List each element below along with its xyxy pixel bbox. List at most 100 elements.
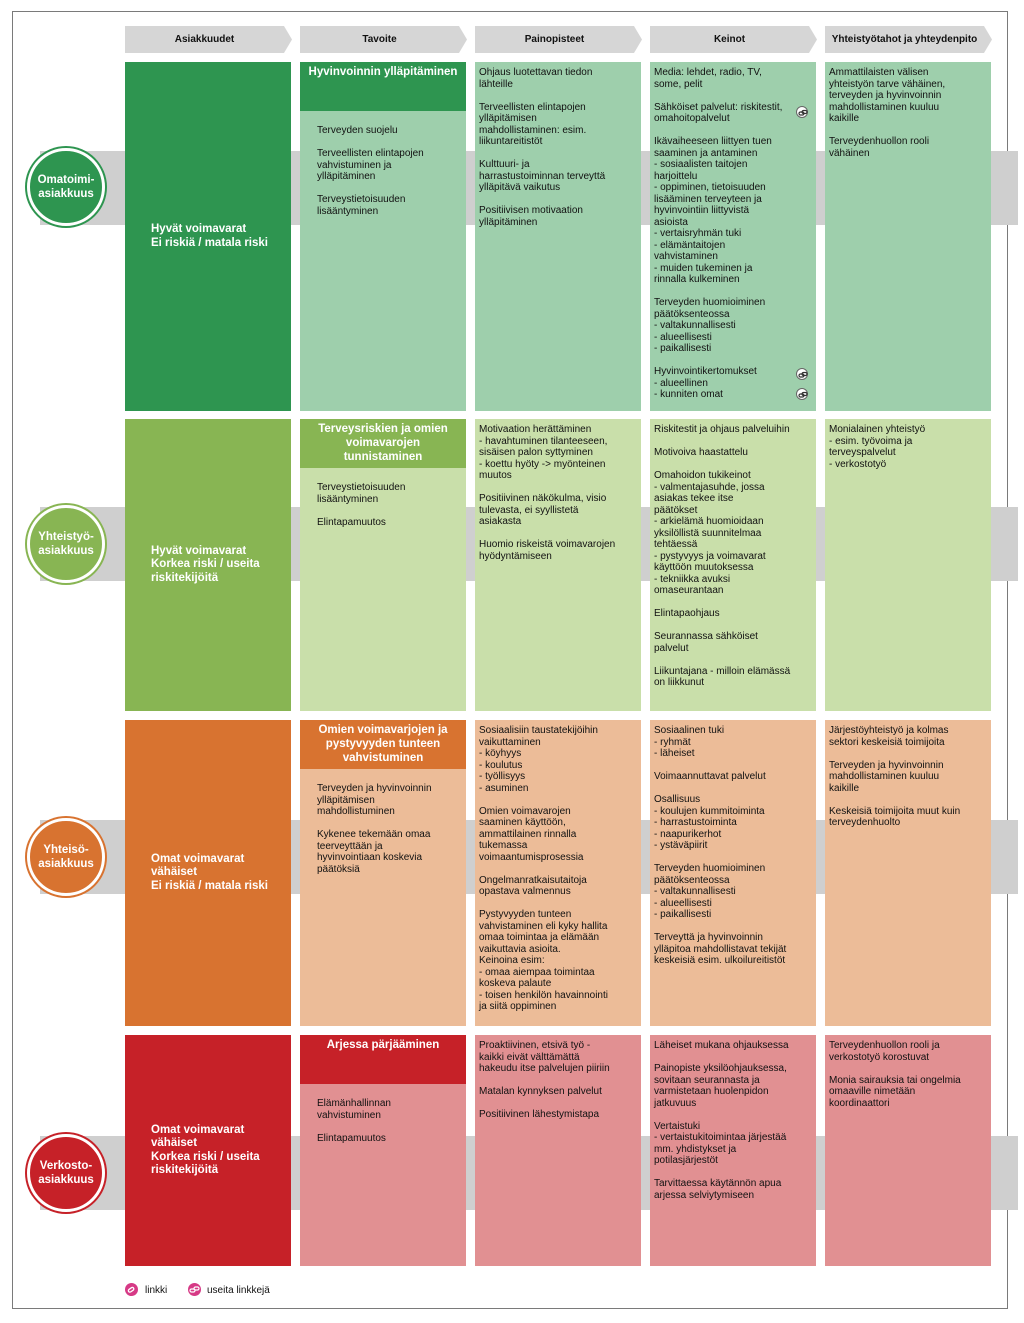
circle-label: Omatoimi- asiakkuus [37, 174, 95, 200]
goal-item: Kykenee tekemään omaa teerveyttään ja hy… [317, 829, 431, 875]
goal-item: Elämänhallinnan vahvistuminen [317, 1098, 391, 1121]
partners-cell: Järjestöyhteistyö ja kolmas sektori kesk… [825, 720, 991, 1026]
means-item: Vertaistuki - vertaistukitoimintaa järje… [654, 1120, 787, 1167]
header-tavoite: Tavoite [300, 26, 467, 53]
yhteiso-circle: Yhteisö- asiakkuus [27, 818, 105, 896]
means-cell: Media: lehdet, radio, TV, some, pelit Sä… [650, 62, 816, 411]
goal-title: Terveysriskien ja omien voimavarojen tun… [300, 419, 466, 468]
focus-item: Terveellisten elintapojen ylläpitämisen … [479, 101, 587, 148]
means-item: Media: lehdet, radio, TV, some, pelit [654, 67, 762, 90]
multiple-links-icon[interactable] [796, 388, 808, 400]
partners-item: Keskeisiä toimijoita muut kuin terveyden… [829, 805, 961, 829]
means-item: Voimaannuttavat palvelut [654, 771, 766, 782]
multiple-links-icon [188, 1283, 201, 1296]
partners-item: Järjestöyhteistyö ja kolmas sektori kesk… [829, 725, 949, 748]
multiple-links-icon[interactable] [796, 106, 808, 118]
customer-cell: Omat voimavarat vähäiset Ei riskiä / mat… [125, 720, 291, 1026]
goal-title: Omien voimavarjojen ja pystyvyyden tunte… [300, 720, 466, 769]
partners-item: Monialainen yhteistyö - esim. työvoima j… [829, 424, 926, 470]
means-item: Terveyttä ja hyvinvoinnin ylläpitoa mahd… [654, 932, 787, 966]
goal-title: Arjessa pärjääminen [300, 1035, 466, 1084]
customer-cell: Hyvät voimavarat Ei riskiä / matala risk… [125, 62, 291, 411]
focus-item: Positiivisen motivaation ylläpitäminen [479, 205, 583, 228]
omatoimi-circle: Omatoimi- asiakkuus [27, 148, 105, 226]
goal-item: Elintapamuutos [317, 516, 386, 528]
focus-item: Pystyvyyden tunteen vahvistaminen eli ky… [479, 909, 608, 1012]
means-item: Läheiset mukana ohjauksessa [654, 1040, 789, 1051]
verkosto-circle: Verkosto- asiakkuus [27, 1134, 105, 1212]
goal-item: Terveellisten elintapojen vahvistuminen … [317, 148, 424, 182]
header-asiakkuudet: Asiakkuudet [125, 26, 292, 53]
goal-item: Elintapamuutos [317, 1132, 386, 1144]
customer-text: Omat voimavarat vähäiset Ei riskiä / mat… [151, 852, 268, 892]
focus-cell: Sosiaalisiin taustatekijöihin vaikuttami… [475, 720, 641, 1026]
goal-item: Terveystietoisuuden lisääntyminen [317, 482, 406, 505]
focus-item: Motivaation herättäminen - havahtuminen … [479, 424, 608, 481]
legend-multiple-links-label: useita linkkejä [207, 1285, 270, 1296]
header-painopisteet: Painopisteet [475, 26, 642, 53]
means-item: Elintapaohjaus [654, 608, 720, 619]
means-item: Omahoidon tukikeinot - valmentajasuhde, … [654, 470, 766, 596]
goal-item: Terveystietoisuuden lisääntyminen [317, 194, 406, 217]
goal-title: Hyvinvoinnin ylläpitäminen [300, 62, 466, 111]
focus-item: Huomio riskeistä voimavarojen hyödyntämi… [479, 539, 616, 562]
means-item: Painopiste yksilöohjauksessa, sovitaan s… [654, 1063, 787, 1109]
goal-item: Terveyden suojelu [317, 125, 398, 136]
means-cell: Sosiaalinen tuki - ryhmät - läheiset Voi… [650, 720, 816, 1026]
means-item: Motivoiva haastattelu [654, 447, 748, 458]
partners-item: Monia sairauksia tai ongelmia omaaville … [829, 1074, 961, 1109]
focus-item: Proaktiivinen, etsivä työ - kaikki eivät… [479, 1040, 610, 1074]
means-item: Riskitestit ja ohjaus palveluihin [654, 424, 790, 435]
focus-cell: Ohjaus luotettavan tiedon lähteille Terv… [475, 62, 641, 411]
focus-item: Sosiaalisiin taustatekijöihin vaikuttami… [479, 725, 598, 794]
means-item: Terveyden huomioiminen päätöksenteossa -… [654, 863, 766, 920]
customer-text: Omat voimavarat vähäiset Korkea riski / … [151, 1123, 260, 1177]
focus-item: Ongelmanratkaisutaitoja opastava valmenn… [479, 874, 587, 898]
partners-item: Terveydenhuollon rooli ja verkostotyö ko… [829, 1040, 940, 1063]
focus-item: Kulttuuri- ja harrastustoiminnan terveyt… [479, 159, 606, 193]
focus-item: Omien voimavarojen saaminen käyttöön, am… [479, 805, 584, 863]
means-item: Hyvinvointikertomukset - alueellinen - k… [654, 366, 757, 400]
partners-item: Terveydenhuollon rooli vähäinen [829, 136, 930, 159]
means-item: Ikävaiheeseen liittyen tuen saaminen ja … [654, 136, 772, 285]
means-item: Sosiaalinen tuki - ryhmät - läheiset [654, 725, 725, 759]
link-icon [125, 1283, 138, 1296]
customer-text: Hyvät voimavarat Ei riskiä / matala risk… [151, 223, 268, 249]
focus-cell: Motivaation herättäminen - havahtuminen … [475, 419, 641, 711]
circle-label: Yhteisö- asiakkuus [38, 844, 94, 870]
goal-item: Terveyden ja hyvinvoinnin ylläpitämisen … [317, 783, 432, 817]
partners-cell: Ammattilaisten välisen yhteistyön tarve … [825, 62, 991, 411]
focus-item: Matalan kynnyksen palvelut [479, 1086, 602, 1097]
multiple-links-icon[interactable] [796, 368, 808, 380]
partners-cell: Terveydenhuollon rooli ja verkostotyö ko… [825, 1035, 991, 1266]
legend-link-label: linkki [145, 1285, 168, 1296]
circle-label: Verkosto- asiakkuus [38, 1160, 94, 1186]
means-item: Tarvittaessa käytännön apua arjessa selv… [654, 1178, 782, 1201]
means-item: Sähköiset palvelut: riskitestit, omahoit… [654, 101, 783, 125]
goal-body-cell: Terveystietoisuuden lisääntyminen Elinta… [300, 468, 466, 711]
header-keinot: Keinot [650, 26, 817, 53]
circle-label: Yhteistyö- asiakkuus [38, 531, 94, 557]
partners-item: Ammattilaisten välisen yhteistyön tarve … [829, 67, 946, 124]
focus-item: Positiivinen lähestymistapa [479, 1109, 600, 1120]
goal-body-cell: Terveyden ja hyvinvoinnin ylläpitämisen … [300, 769, 466, 1026]
focus-cell: Proaktiivinen, etsivä työ - kaikki eivät… [475, 1035, 641, 1266]
page-frame [12, 11, 1008, 1309]
customer-text: Hyvät voimavarat Korkea riski / useita r… [151, 544, 260, 584]
customer-cell: Hyvät voimavarat Korkea riski / useita r… [125, 419, 291, 711]
partners-cell: Monialainen yhteistyö - esim. työvoima j… [825, 419, 991, 711]
means-item: Liikuntajana - milloin elämässä on liikk… [654, 665, 791, 689]
yhteistyo-circle: Yhteistyö- asiakkuus [27, 505, 105, 583]
means-item: Seurannassa sähköiset palvelut [654, 631, 758, 654]
means-cell: Riskitestit ja ohjaus palveluihin Motivo… [650, 419, 816, 711]
customer-cell: Omat voimavarat vähäiset Korkea riski / … [125, 1035, 291, 1266]
goal-body-cell: Terveyden suojelu Terveellisten elintapo… [300, 111, 466, 411]
header-yhteistyotahot: Yhteistyötahot ja yhteydenpito [825, 26, 992, 53]
means-item: Terveyden huomioiminen päätöksenteossa -… [654, 297, 766, 354]
means-item: Osallisuus - koulujen kummitoiminta - ha… [654, 794, 765, 851]
means-cell: Läheiset mukana ohjauksessa Painopiste y… [650, 1035, 816, 1266]
partners-item: Terveyden ja hyvinvoinnin mahdollistamin… [829, 759, 944, 794]
focus-item: Positiivinen näkökulma, visio tulevasta,… [479, 493, 607, 527]
focus-item: Ohjaus luotettavan tiedon lähteille [479, 67, 593, 90]
goal-body-cell: Elämänhallinnan vahvistuminen Elintapamu… [300, 1084, 466, 1266]
